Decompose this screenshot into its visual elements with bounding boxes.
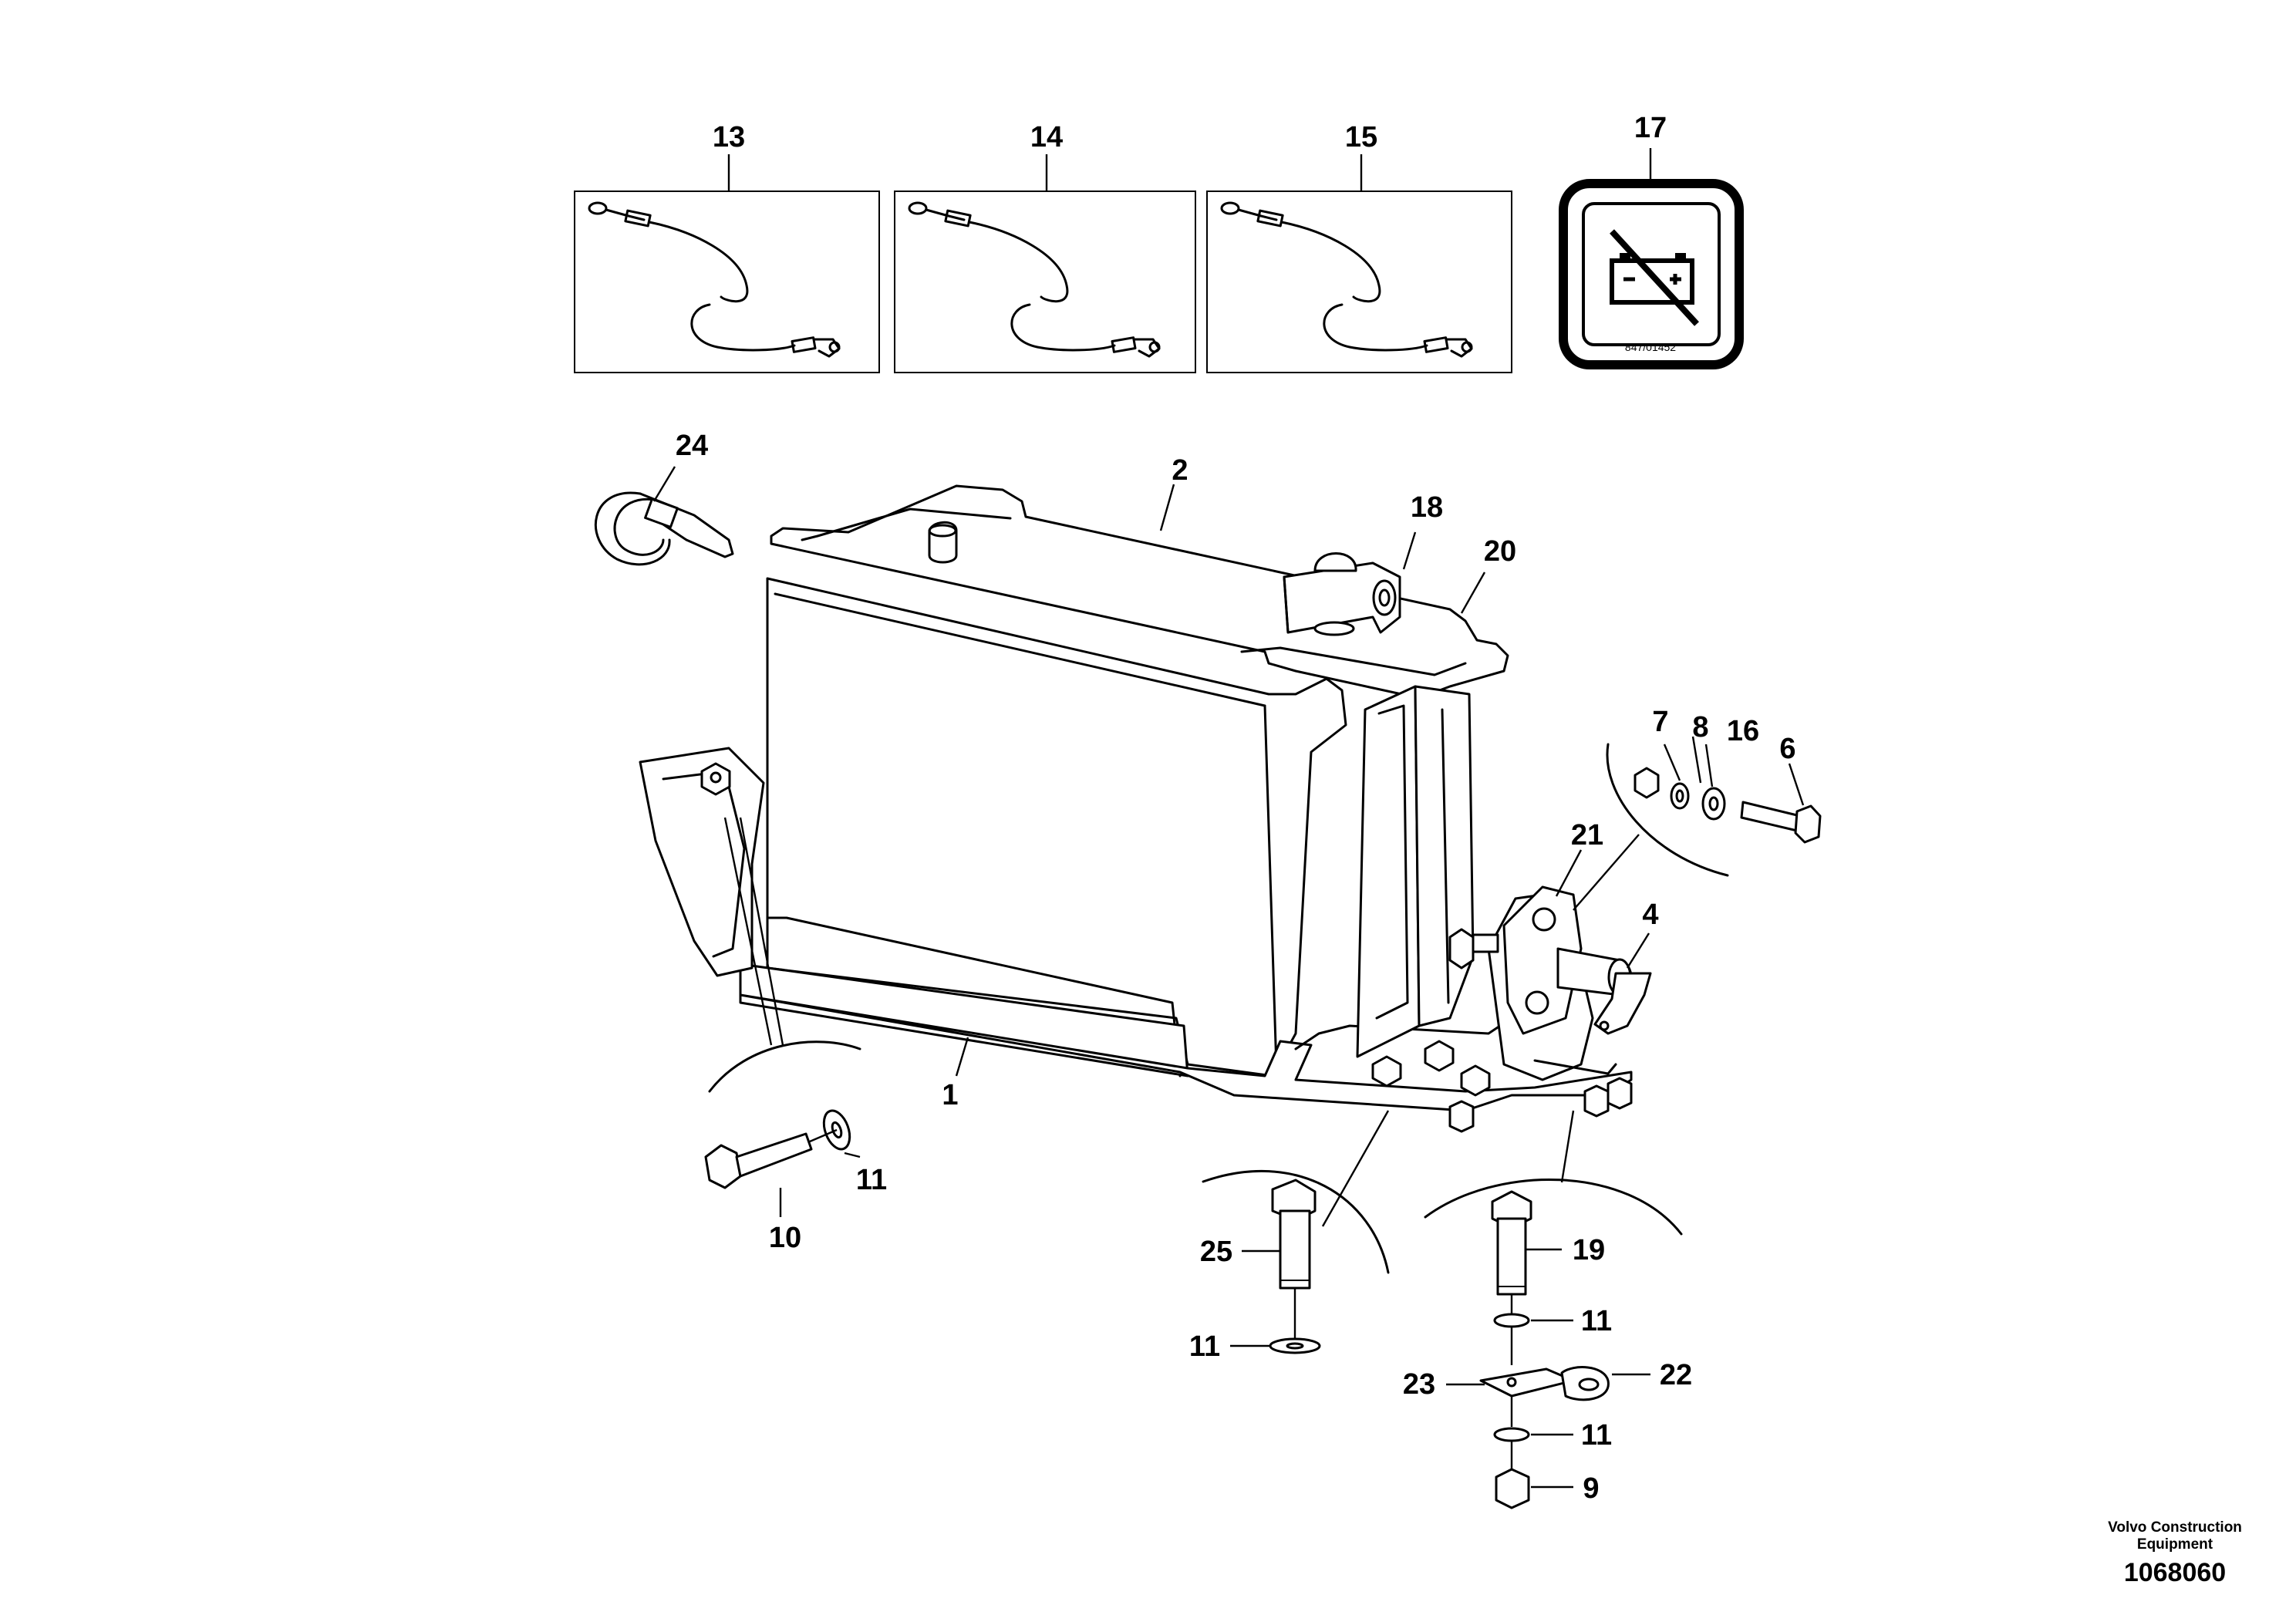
battery-disconnect-decal: 847/01452: [1559, 148, 1744, 369]
document-number: 1068060: [2124, 1558, 2226, 1587]
callout-6: 6: [1779, 733, 1795, 765]
callout-8: 8: [1692, 711, 1708, 744]
terminal-clamp: [1283, 552, 1401, 636]
battery-box: [639, 484, 1652, 1133]
battery-disconnect-switch: [1448, 885, 1652, 1081]
callout-4: 4: [1642, 899, 1658, 931]
leader-lines: [652, 466, 1650, 1077]
callout-10: 10: [769, 1222, 801, 1254]
callout-22: 22: [1660, 1359, 1692, 1391]
battery-crossed-icon: [1610, 229, 1699, 326]
left-bracket-nut: [700, 762, 731, 796]
publisher-credit: Volvo Construction Equipment 1068060: [2108, 1519, 2242, 1587]
callout-2: 2: [1172, 454, 1188, 487]
detail-bolt-set-lower-right: [1424, 1110, 1683, 1509]
detail-bolt-set-right: [1573, 736, 1822, 911]
callout-18: 18: [1411, 491, 1443, 524]
cable-box-14: [894, 154, 1196, 373]
callout-19: 19: [1573, 1234, 1605, 1266]
callout-23: 23: [1403, 1368, 1435, 1401]
callout-7: 7: [1652, 706, 1668, 738]
callout-20: 20: [1484, 535, 1516, 568]
callout-9: 9: [1583, 1472, 1599, 1505]
callout-16: 16: [1727, 715, 1759, 747]
callout-11-middle: 11: [1189, 1330, 1220, 1363]
detail-bolt-set-middle: [1202, 1110, 1390, 1354]
callout-14: 14: [1030, 121, 1063, 153]
credit-line-2: Equipment: [2137, 1536, 2213, 1553]
decal-code: 847/01452: [1625, 341, 1676, 353]
cable-box-13: [574, 154, 880, 373]
callout-15: 15: [1345, 121, 1377, 153]
credit-line-1: Volvo Construction: [2108, 1519, 2242, 1536]
callout-25: 25: [1200, 1236, 1232, 1268]
callout-labels: 13 14 15 17 24 2 18 20 7 8 16 6 21 4 1 1…: [676, 112, 1796, 1505]
callout-1: 1: [942, 1079, 958, 1111]
callout-11-upper-right: 11: [1581, 1305, 1612, 1337]
base-bolts: [1371, 1040, 1633, 1133]
cable-tie: [594, 491, 734, 566]
callout-11-lower-right: 11: [1581, 1419, 1612, 1452]
callout-24: 24: [676, 430, 708, 462]
detail-bolt-set-left: [704, 817, 861, 1217]
callout-21: 21: [1571, 819, 1603, 851]
callout-11-left: 11: [856, 1164, 887, 1196]
callout-17: 17: [1634, 112, 1667, 144]
callout-13: 13: [713, 121, 745, 153]
cable-box-15: [1206, 154, 1512, 373]
